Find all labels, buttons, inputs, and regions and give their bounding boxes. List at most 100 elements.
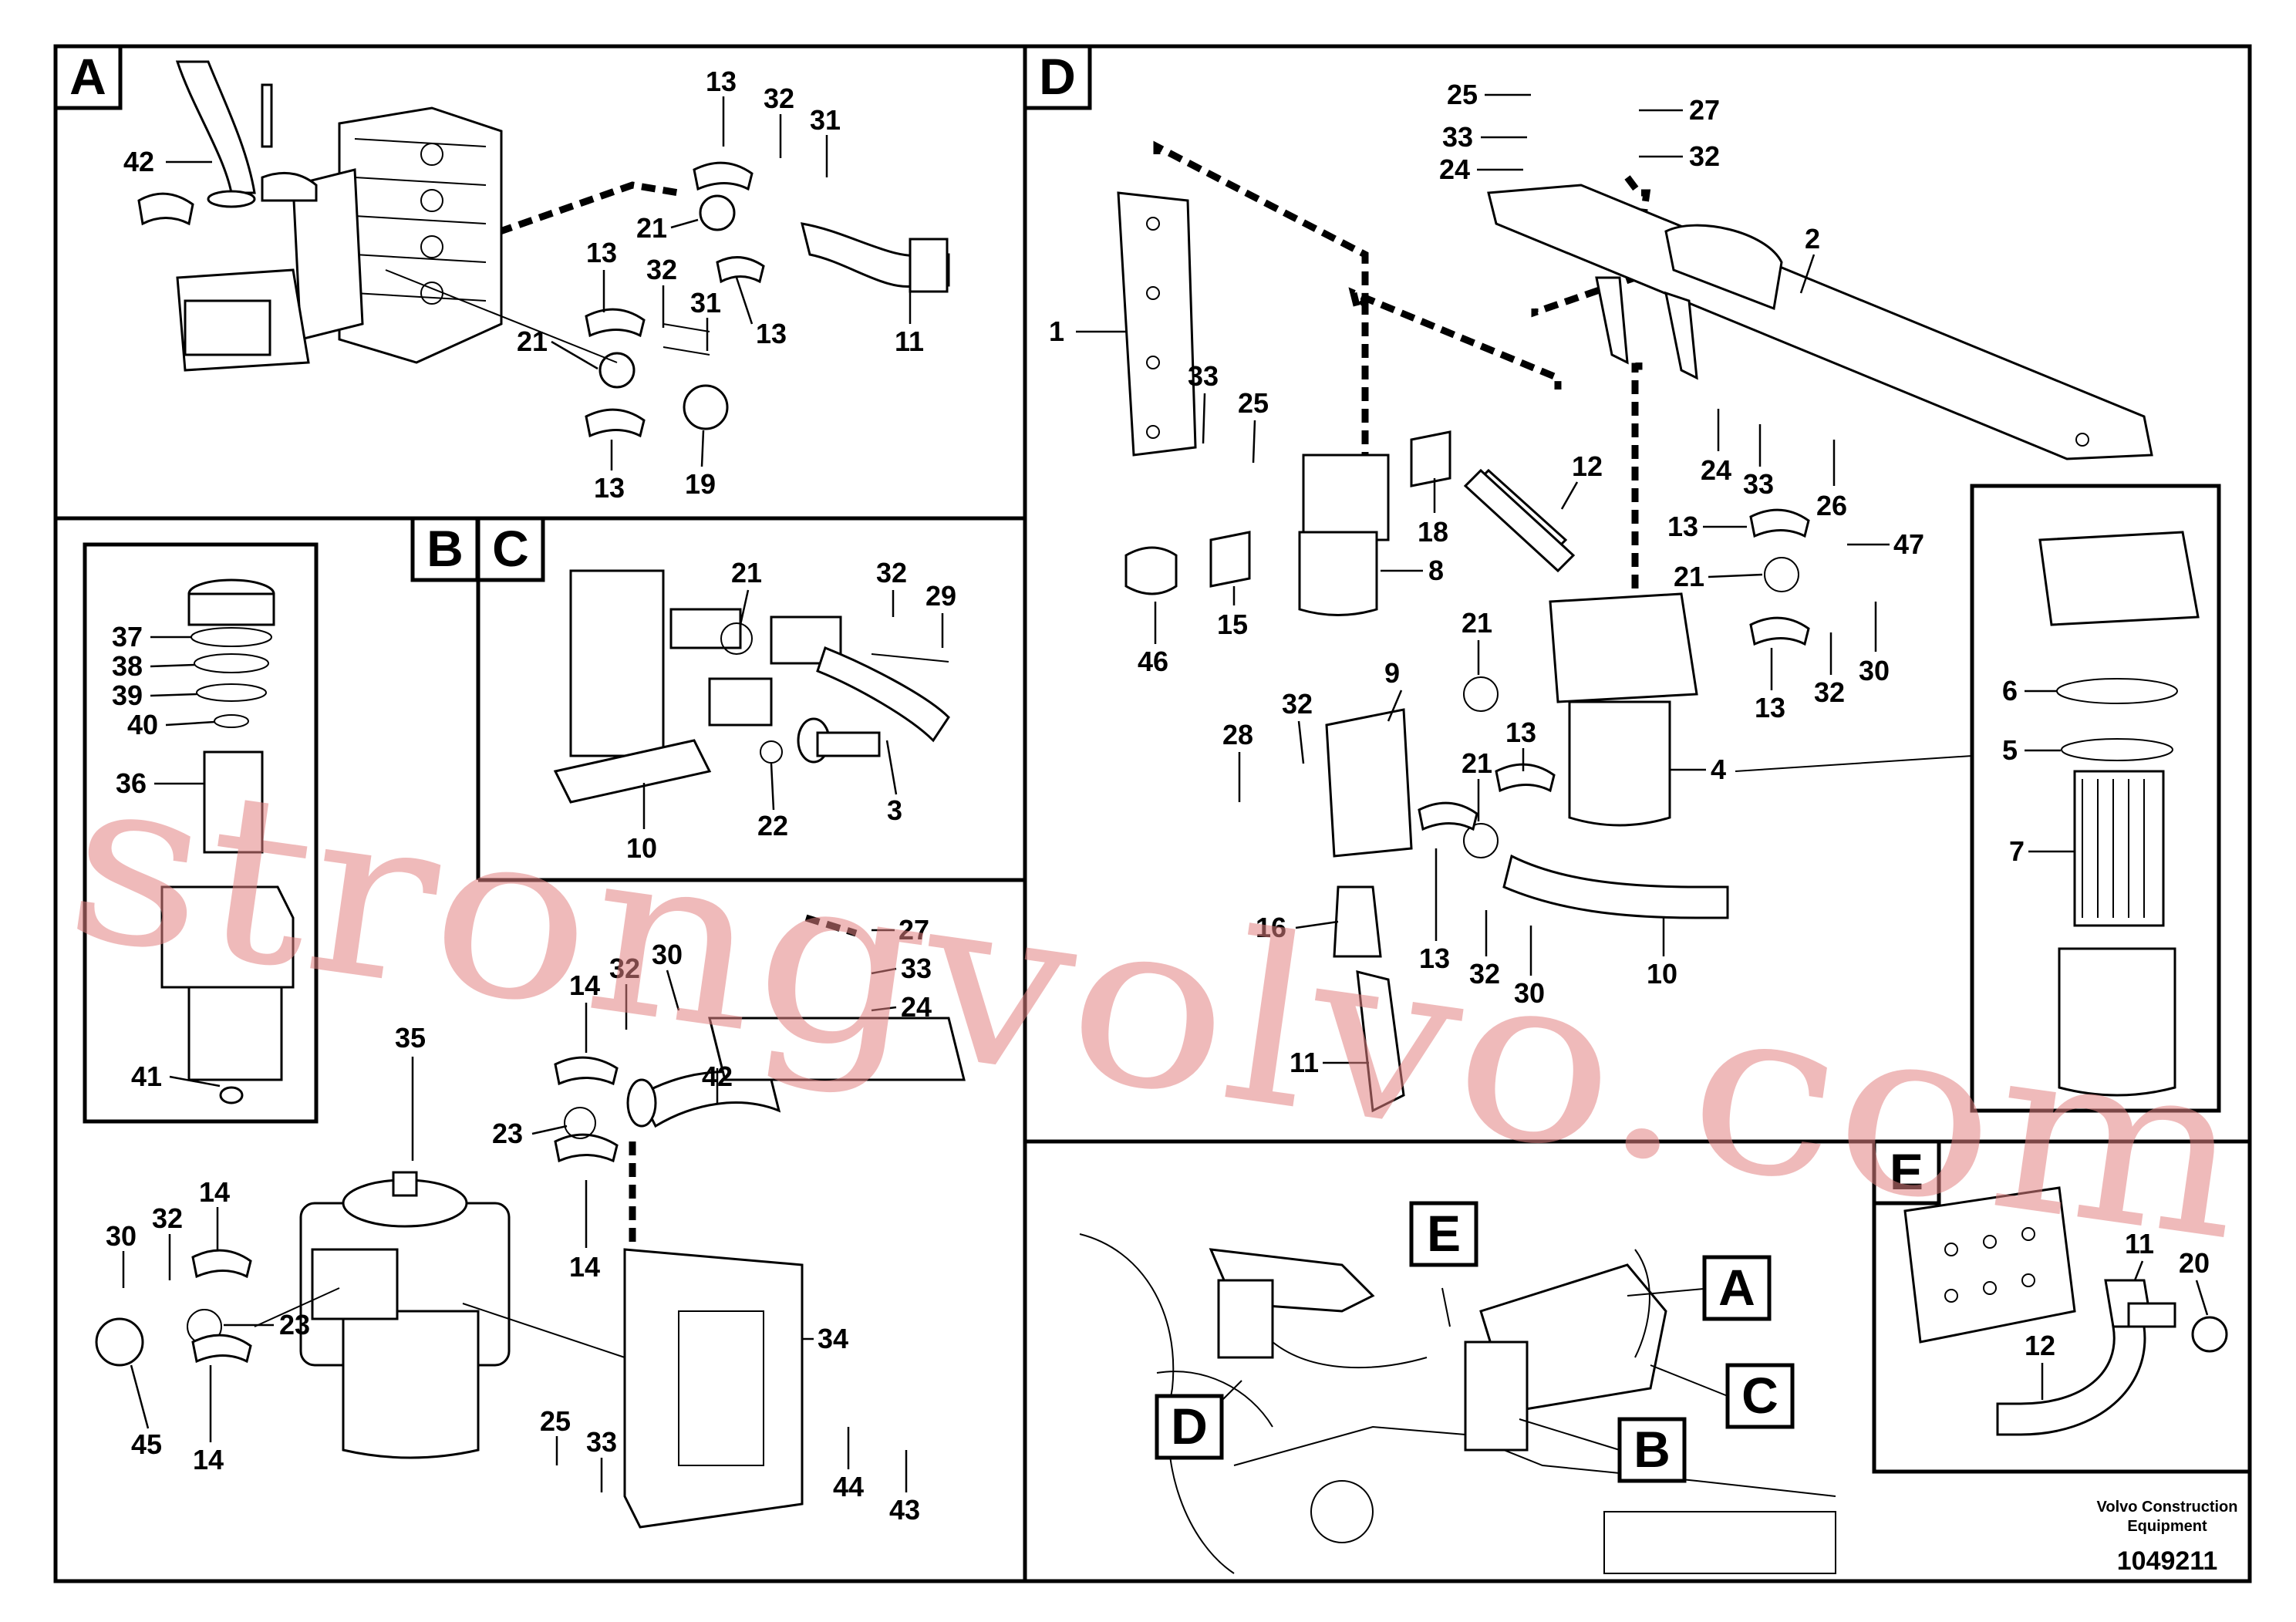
part-callout: 24 — [1701, 454, 1731, 486]
part-callout: 21 — [731, 557, 762, 588]
part-callout: 13 — [1755, 692, 1785, 723]
part-callout: 10 — [1647, 958, 1677, 990]
overview-callout-d-label: D — [1171, 1398, 1208, 1455]
part-callout: 40 — [127, 709, 158, 740]
part-callout: 30 — [1859, 655, 1890, 686]
overview-callout-d: D — [1155, 1394, 1224, 1460]
overview-drawing — [1079, 1233, 1836, 1574]
part-callout: 20 — [2179, 1247, 2210, 1279]
part-callout: 36 — [116, 767, 147, 799]
part-callout: 14 — [199, 1176, 230, 1208]
part-callout: 15 — [1217, 609, 1248, 640]
part-callout: 44 — [833, 1471, 864, 1502]
part-callout: 27 — [1689, 94, 1720, 126]
part-callout: 24 — [1439, 153, 1470, 185]
part-callout: 21 — [1462, 747, 1492, 779]
part-callout: 4 — [1711, 754, 1726, 785]
overview-callout-a: A — [1702, 1255, 1772, 1321]
part-callout: 33 — [586, 1426, 617, 1458]
part-callout: 32 — [764, 83, 794, 114]
part-callout: 37 — [112, 621, 143, 653]
panel-tags: A B C D E E A C — [53, 44, 1941, 1483]
part-callout: 7 — [2009, 835, 2025, 867]
panel-e-frame — [1872, 1139, 2252, 1474]
part-callout: 30 — [652, 939, 683, 970]
part-callout: 21 — [1674, 561, 1704, 592]
part-callout: 13 — [756, 318, 787, 349]
part-callout: 23 — [279, 1309, 310, 1340]
part-callout: 33 — [901, 953, 932, 984]
part-callout: 14 — [569, 1251, 600, 1283]
panel-e-callouts: 11 20 12 — [2025, 1228, 2210, 1400]
panel-d-drawing — [1117, 184, 2200, 1113]
part-callout: 1 — [1049, 315, 1064, 347]
inset-d-filter-frame — [1970, 484, 2221, 1113]
panel-tag-d: D — [1023, 44, 1092, 110]
panel-c-drawing — [553, 569, 950, 804]
part-callout: 21 — [1462, 607, 1492, 639]
part-callout: 32 — [1689, 140, 1720, 172]
part-callout: 26 — [1816, 490, 1847, 521]
part-callout: 31 — [810, 104, 841, 136]
overview-callout-c-label: C — [1741, 1367, 1778, 1424]
panel-tag-b-label: B — [426, 520, 464, 577]
part-callout: 12 — [2025, 1330, 2055, 1361]
panel-tag-c: C — [476, 516, 545, 582]
panel-tag-d-label: D — [1039, 48, 1076, 105]
footer-brand-line1: Volvo Construction — [2097, 1499, 2238, 1516]
panel-b-callouts: 37 38 39 40 36 41 35 14 32 30 27 33 24 2… — [106, 621, 932, 1526]
part-callout: 21 — [636, 212, 667, 244]
part-callout: 11 — [2125, 1228, 2154, 1259]
part-callout: 14 — [569, 969, 600, 1001]
part-callout: 35 — [395, 1022, 426, 1054]
part-callout: 13 — [1667, 511, 1698, 542]
panel-tag-b: B — [410, 516, 480, 582]
part-callout: 32 — [609, 953, 640, 984]
part-callout: 46 — [1138, 646, 1168, 677]
part-callout: 32 — [646, 254, 677, 285]
panel-tag-a: A — [53, 44, 123, 110]
part-callout: 11 — [895, 325, 924, 357]
panel-e-drawing — [1903, 1186, 2228, 1436]
part-callout: 8 — [1428, 555, 1444, 586]
part-callout: 32 — [1814, 676, 1845, 708]
panel-c-callouts: 21 32 29 22 3 10 — [626, 557, 956, 864]
part-callout: 12 — [1572, 450, 1603, 482]
overview-callout-a-label: A — [1718, 1259, 1755, 1316]
part-callout: 2 — [1805, 223, 1820, 255]
panel-d-callouts: 25 27 33 32 24 2 1 33 25 24 33 26 12 18 … — [1049, 79, 2075, 1078]
part-callout: 38 — [112, 650, 143, 682]
panel-tag-e-label: E — [1890, 1143, 1923, 1200]
panel-tag-c-label: C — [492, 520, 529, 577]
part-callout: 25 — [1238, 387, 1269, 419]
panel-tag-e: E — [1872, 1139, 1941, 1206]
part-callout: 41 — [131, 1061, 162, 1092]
part-callout: 27 — [899, 914, 929, 946]
part-callout: 32 — [1469, 958, 1500, 990]
part-callout: 32 — [1282, 688, 1313, 720]
part-callout: 25 — [1447, 79, 1478, 110]
part-callout: 16 — [1256, 912, 1286, 943]
overview-callout-c: C — [1725, 1363, 1795, 1429]
part-callout: 30 — [1514, 977, 1545, 1009]
part-callout: 42 — [123, 146, 154, 177]
part-callout: 24 — [901, 991, 932, 1023]
part-callout: 30 — [106, 1220, 137, 1252]
part-callout: 14 — [193, 1444, 224, 1475]
inset-b-filter-frame — [83, 542, 319, 1124]
part-callout: 13 — [594, 472, 625, 504]
part-callout: 23 — [492, 1118, 523, 1149]
panel-b-drawing — [95, 578, 966, 1529]
panel-tag-a-label: A — [69, 48, 106, 105]
part-callout: 33 — [1442, 121, 1473, 153]
part-callout: 21 — [517, 325, 548, 357]
overview-callout-e-label: E — [1427, 1205, 1461, 1262]
overview-callout-b: B — [1617, 1417, 1687, 1483]
panel-a-drawing — [137, 60, 950, 438]
footer-brand-line2: Equipment — [2127, 1518, 2207, 1535]
part-callout: 18 — [1418, 516, 1448, 548]
part-callout: 32 — [152, 1202, 183, 1234]
footer: Volvo Construction Equipment 1049211 — [2097, 1499, 2238, 1576]
part-callout: 22 — [757, 810, 788, 841]
